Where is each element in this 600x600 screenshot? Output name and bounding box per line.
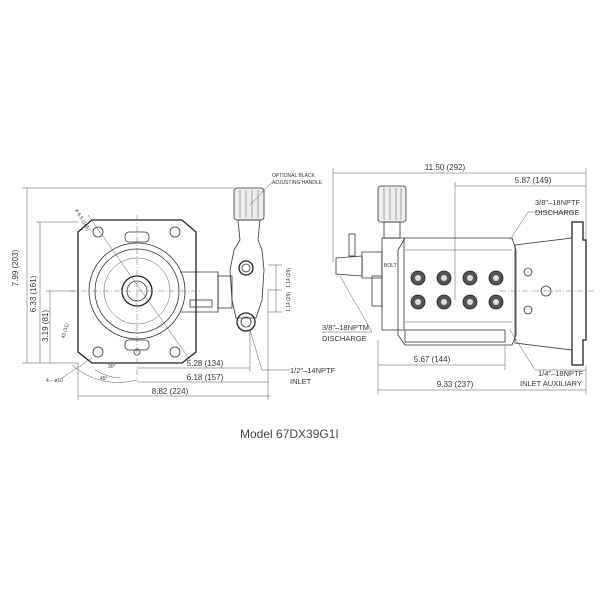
dim-height-total: 7.99 (203) [11,249,20,286]
crank-housing [514,237,573,351]
model-label: Model 67DX39G1I [240,427,339,441]
chemical-barb [348,233,356,257]
dimension-lines [22,181,290,400]
head-block [217,275,233,309]
dim-port-upper: 1.14 (29) [286,268,292,288]
housing-hole [523,267,533,277]
dim-length-total: 11.50 (292) [425,163,466,172]
head-slot [189,299,213,308]
mounting-flange [571,221,587,366]
manifold-base [404,329,506,343]
callout-aux-line2: INLET AUXILIARY [520,379,582,388]
outlet-block [361,251,383,279]
inlet-port-inner [240,316,252,328]
valve-plug-center [467,299,473,305]
dim-port-lower: 1.14 (29) [286,292,292,312]
dim-width-head: 6.18 (157) [187,373,224,382]
valve-plugs [410,270,504,310]
unloader-body [229,219,265,319]
bolt-hole [92,346,104,358]
unloader-port [238,260,254,276]
dim-angle-30: 30° [108,364,116,370]
callout-handle-line2: ADJUSTING HANDLE [272,180,323,186]
discharge-nozzle [335,255,363,277]
unloader-nut [383,221,401,239]
bolt-label: BOLT [384,263,397,269]
adjusting-knob [377,185,407,223]
dim-length-head: 5.87 (149) [515,176,552,185]
mounting-plate [77,219,197,364]
side-view: 7.99 (203) 6.33 (161) 3.19 (81) ø 6.5 (1… [11,173,336,400]
callout-inlet-line1: 1/2"–14NPTF [290,366,336,375]
dim-length-body: 9.33 (237) [437,380,474,389]
housing-hole [523,305,533,315]
dim-bolt-holes: 4 – ø10 [46,378,63,384]
unloader-port-inner [241,263,251,273]
dim-height-plate: 6.33 (161) [29,275,38,312]
dim-angle-45: 45° [100,376,108,382]
inlet-port [236,312,256,332]
callout-discharge-m-line2: DISCHARGE [322,334,367,343]
bolt-hole [92,226,104,238]
unloader-body [381,237,405,331]
callout-discharge-m-line1: 3/8"–18NPTM [322,323,369,332]
valve-plug-center [493,275,499,281]
front-view: BOLT 11.50 (292) 5.87 (149) 5.67 (144) 9… [322,163,596,395]
callout-discharge-f-line2: DISCHARGE [535,208,580,217]
bolt-circle-diagonal [87,214,191,361]
valve-plug-center [415,275,421,281]
bolt-hole [169,346,181,358]
dim-length-manifold: 5.67 (144) [414,355,451,364]
knob-ribs [239,190,259,218]
valve-plug-center [467,275,473,281]
valve-plug-center [441,299,447,305]
adjusting-knob [233,187,265,221]
dimension-lines [322,168,587,395]
unloader-side [371,275,383,307]
valve-plug-center [441,275,447,281]
valve-plug-center [493,299,499,305]
callout-handle-line1: OPTIONAL BLACK [272,173,316,179]
callout-inlet-line2: INLET [290,377,312,386]
callout-aux-line1: 1/4"–18NPTF [538,369,584,378]
dim-width-total: 8.82 (224) [152,387,189,396]
dim-width-inlet: 5.28 (134) [187,359,224,368]
dim-small-offset: .43 (11) [60,322,70,340]
manifold-body [397,237,517,346]
bolt-hole [169,226,181,238]
valve-plug-center [415,299,421,305]
dim-height-center: 3.19 (81) [41,310,50,342]
callout-discharge-f-line1: 3/8"–18NPTF [535,198,581,207]
knob-ribs [383,188,402,220]
